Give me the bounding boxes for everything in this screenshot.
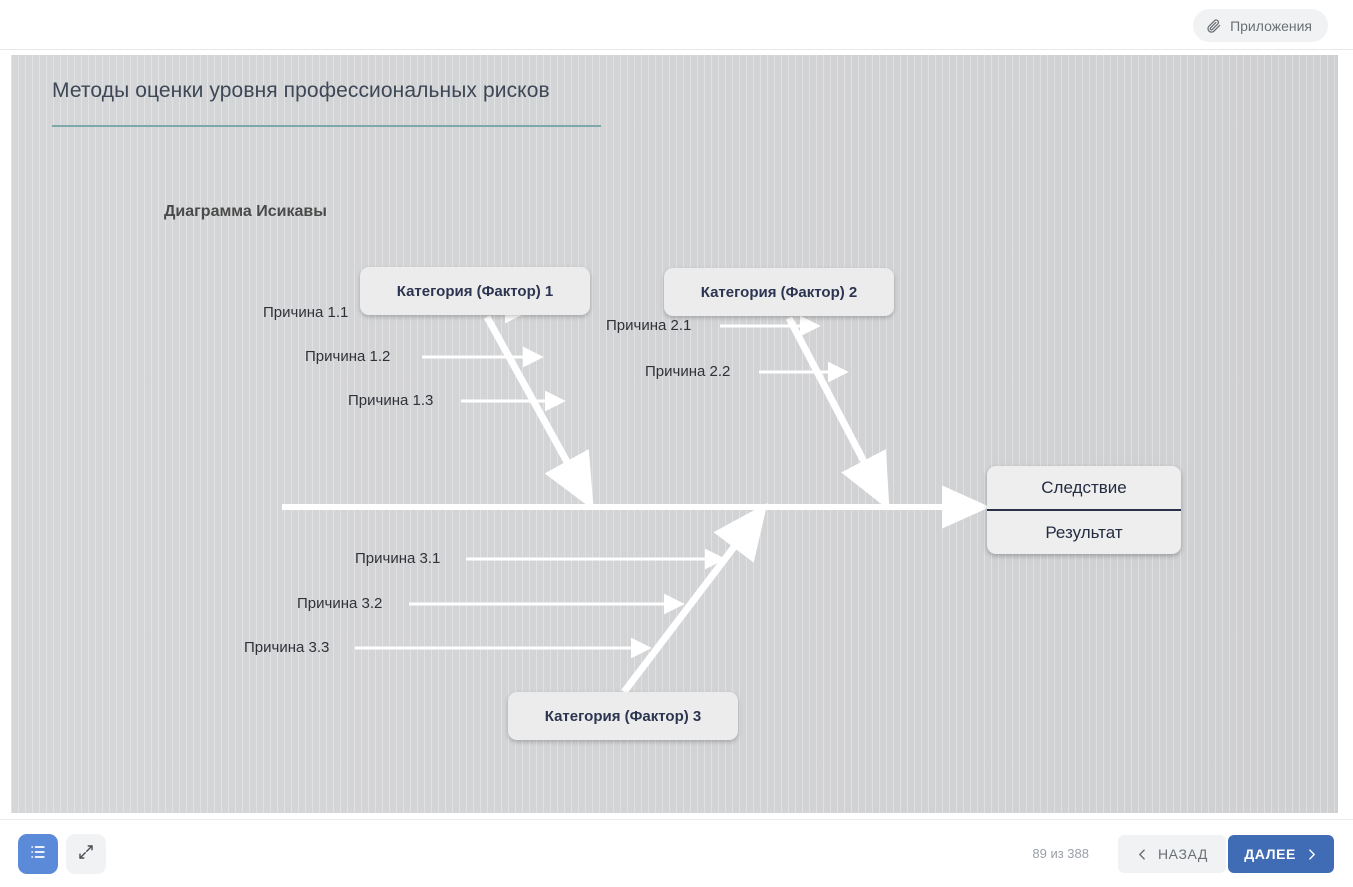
bone-category-1	[483, 315, 594, 511]
list-menu-icon	[28, 842, 48, 867]
fishbone-skeleton	[282, 302, 990, 695]
title-underline	[52, 125, 601, 127]
cause-label-3-3: Причина 3.3	[244, 639, 330, 656]
cause-label-3-1: Причина 3.1	[355, 550, 441, 567]
top-bar: Приложения	[0, 0, 1353, 50]
back-button[interactable]: НАЗАД	[1117, 835, 1226, 873]
effect-line-2: Результат	[1045, 522, 1123, 542]
effect-box[interactable]: Следствие Результат	[987, 466, 1181, 554]
category-box-1[interactable]: Категория (Фактор) 1	[360, 267, 590, 315]
bottom-toolbar: 89 из 388 НАЗАД ДАЛЕЕ	[0, 819, 1353, 887]
next-button[interactable]: ДАЛЕЕ	[1228, 835, 1334, 873]
cause-label-1-2: Причина 1.2	[305, 348, 391, 365]
page-title: Методы оценки уровня профессиональных ри…	[52, 79, 550, 102]
category-box-3[interactable]: Категория (Фактор) 3	[508, 692, 738, 740]
bone-category-3	[621, 502, 768, 695]
chevron-right-icon	[1305, 848, 1318, 861]
bone-category-2	[785, 316, 890, 511]
diagram-heading: Диаграмма Исикавы	[164, 203, 327, 220]
cause-label-2-1: Причина 2.1	[606, 317, 692, 334]
contents-menu-button[interactable]	[18, 834, 58, 874]
chevron-left-icon	[1136, 848, 1149, 861]
fullscreen-button[interactable]	[66, 834, 106, 874]
slide-canvas: Методы оценки уровня профессиональных ри…	[11, 55, 1338, 813]
category-box-2[interactable]: Категория (Фактор) 2	[664, 268, 894, 316]
effect-line-1: Следствие	[987, 466, 1181, 511]
paperclip-icon	[1206, 18, 1222, 34]
slide-counter: 89 из 388	[1032, 846, 1089, 861]
cause-label-1-3: Причина 1.3	[348, 392, 434, 409]
cause-label-1-1: Причина 1.1	[263, 304, 349, 321]
cause-label-2-2: Причина 2.2	[645, 363, 731, 380]
next-label: ДАЛЕЕ	[1244, 846, 1296, 862]
attachments-button[interactable]: Приложения	[1193, 9, 1328, 42]
fullscreen-expand-icon	[77, 843, 95, 866]
back-label: НАЗАД	[1157, 846, 1208, 862]
cause-label-3-2: Причина 3.2	[297, 595, 383, 612]
attachments-label: Приложения	[1230, 17, 1312, 34]
